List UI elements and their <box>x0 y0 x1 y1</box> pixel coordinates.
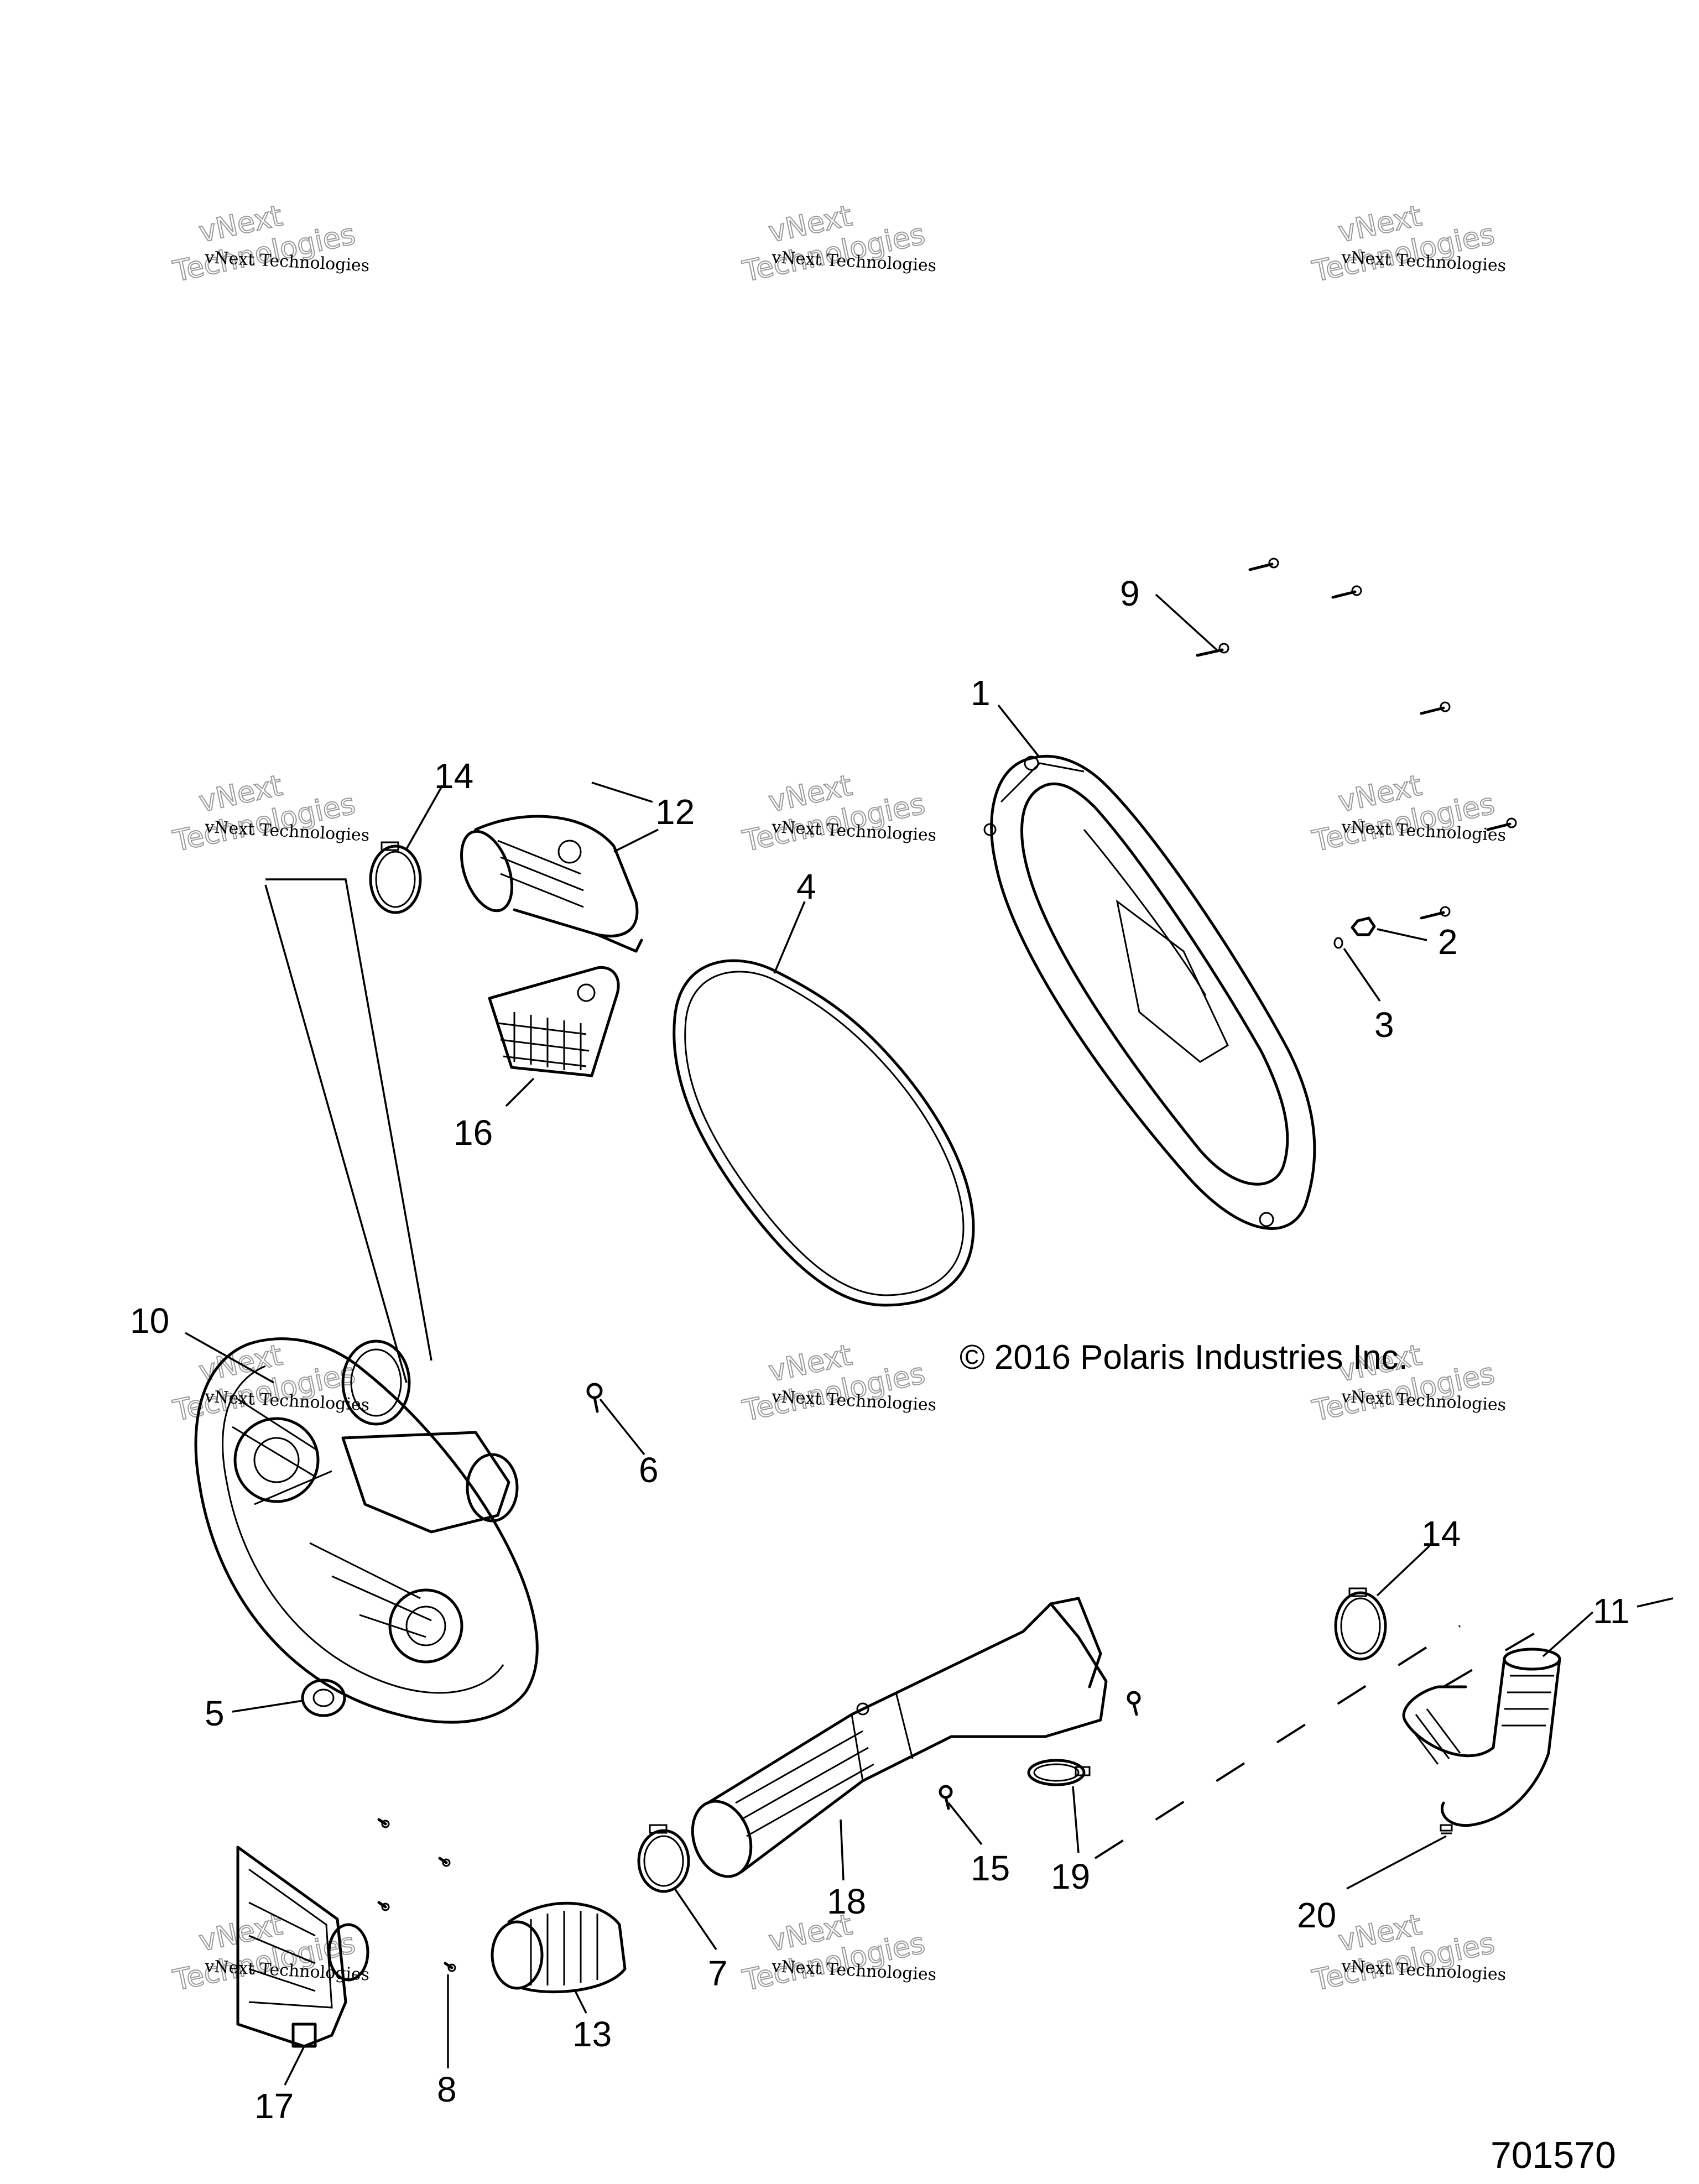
copyright-notice: © 2016 Polaris Industries Inc. <box>960 1338 1408 1377</box>
callout-4: 4 <box>796 867 816 906</box>
callout-3: 3 <box>1374 1005 1394 1045</box>
part-exhaust-duct <box>691 1597 1108 1878</box>
callouts: 1 2 3 4 5 6 7 8 9 10 11 12 13 14 14 15 1… <box>130 574 1629 2126</box>
callout-18: 18 <box>827 1881 866 1921</box>
part-filter <box>488 966 620 1077</box>
part-elbow <box>1402 1648 1561 1827</box>
callout-14-lower: 14 <box>1421 1514 1461 1554</box>
part-screws <box>1196 557 1517 920</box>
diagram-number: 701570 <box>1490 2134 1616 2176</box>
callout-1: 1 <box>971 673 991 713</box>
callout-12: 12 <box>655 792 695 832</box>
part-inner-clutch-cover <box>194 1337 539 1724</box>
callout-19: 19 <box>1051 1857 1090 1896</box>
callout-8: 8 <box>437 2070 457 2109</box>
callout-7: 7 <box>708 1953 728 1993</box>
part-clamp-lower <box>1334 1587 1387 1661</box>
callout-20: 20 <box>1297 1895 1336 1935</box>
part-o-ring <box>1333 937 1343 949</box>
part-outer-clutch-cover <box>983 754 1316 1230</box>
part-clamp-7 <box>637 1824 690 1893</box>
part-nut <box>1351 916 1376 936</box>
callout-2: 2 <box>1438 922 1458 962</box>
part-drive-belt <box>673 959 975 1307</box>
leader-lines <box>185 593 1674 2086</box>
callout-6: 6 <box>639 1450 659 1490</box>
part-clip <box>1440 1824 1453 1834</box>
callout-11: 11 <box>1593 1591 1629 1631</box>
callout-16: 16 <box>454 1113 493 1153</box>
callout-15: 15 <box>971 1848 1010 1888</box>
callout-14-upper: 14 <box>434 756 473 796</box>
callout-5: 5 <box>205 1693 225 1733</box>
part-clamp-19 <box>1027 1759 1091 1786</box>
callout-10: 10 <box>130 1301 169 1341</box>
callout-17: 17 <box>254 2086 294 2126</box>
part-coupler <box>491 1901 627 1994</box>
callout-9: 9 <box>1120 574 1140 613</box>
part-screws-15 <box>939 1691 1141 1810</box>
assembly-lines <box>1094 1625 1539 1859</box>
part-screw-6 <box>586 1383 603 1413</box>
part-seal <box>301 1679 346 1717</box>
part-intake-duct <box>460 815 643 953</box>
part-screws-8 <box>377 1818 456 1972</box>
callout-13: 13 <box>572 2014 612 2054</box>
part-clamp-upper <box>369 841 422 914</box>
